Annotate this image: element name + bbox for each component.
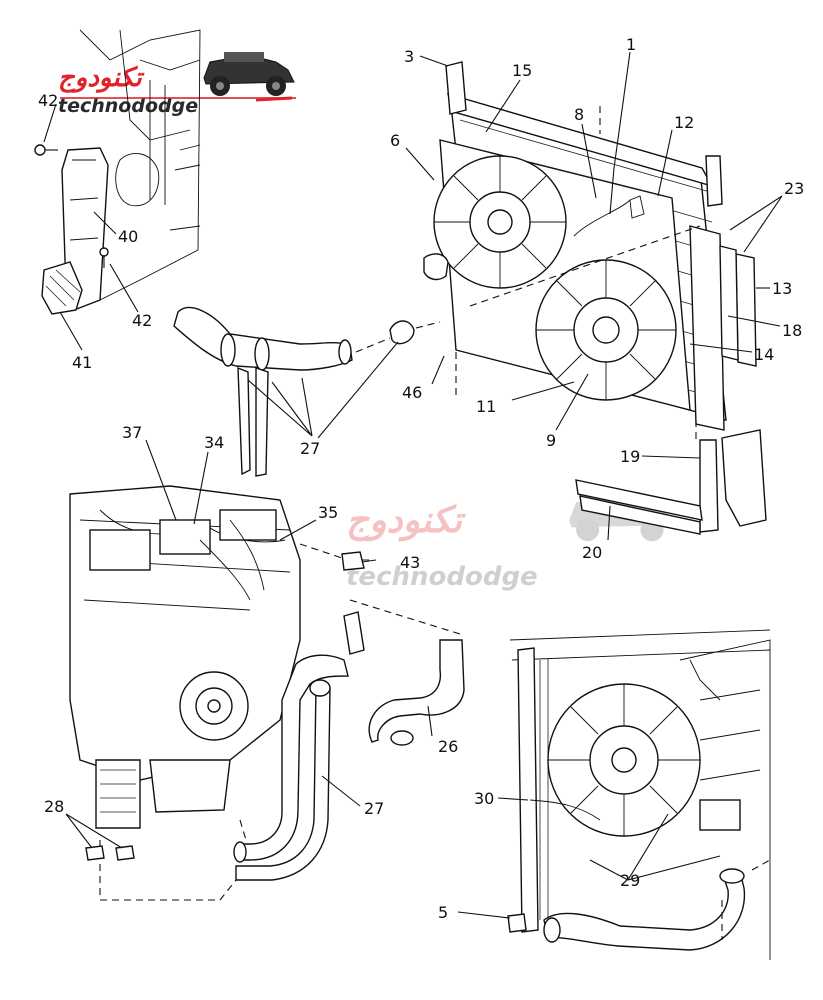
- callout-5: 5: [438, 903, 448, 922]
- callout-34: 34: [204, 433, 224, 452]
- lower-brackets: [575, 420, 767, 535]
- jeep-icon: [203, 52, 295, 102]
- callout-13: 13: [772, 279, 792, 298]
- callout-42a: 42: [38, 91, 58, 110]
- callout-14: 14: [754, 345, 774, 364]
- duct-bracket-assembly: [34, 29, 201, 315]
- heater-hoses: [85, 543, 465, 901]
- callout-11: 11: [476, 397, 496, 416]
- callout-8: 8: [574, 105, 584, 124]
- callout-35: 35: [318, 503, 338, 522]
- watermark-logo-top: تكنودوج technododge: [58, 52, 296, 117]
- callout-23: 23: [784, 179, 804, 198]
- callout-28: 28: [44, 797, 64, 816]
- callout-29: 29: [620, 871, 640, 890]
- callout-40: 40: [118, 227, 138, 246]
- callout-1: 1: [626, 35, 636, 54]
- leader-lines: [43, 51, 783, 919]
- upper-radiator-hose: [173, 306, 441, 477]
- watermark-latin-center: technododge: [346, 562, 538, 592]
- callout-37: 37: [122, 423, 142, 442]
- callout-20: 20: [582, 543, 602, 562]
- callout-19: 19: [620, 447, 640, 466]
- callout-6: 6: [390, 131, 400, 150]
- watermark-arabic-top: تكنودوج: [58, 63, 146, 93]
- callout-12: 12: [674, 113, 694, 132]
- installed-view: [507, 629, 771, 960]
- callout-43: 43: [400, 553, 420, 572]
- watermark-arabic-center: تكنودوج: [346, 500, 466, 542]
- callout-30: 30: [474, 789, 494, 808]
- callout-27a: 27: [300, 439, 320, 458]
- callout-9: 9: [546, 431, 556, 450]
- radiator-fan-module: [423, 61, 757, 431]
- callout-27b: 27: [364, 799, 384, 818]
- callout-26: 26: [438, 737, 458, 756]
- callout-18: 18: [782, 321, 802, 340]
- callout-46: 46: [402, 383, 422, 402]
- callout-3: 3: [404, 47, 414, 66]
- callout-41: 41: [72, 353, 92, 372]
- callout-42b: 42: [132, 311, 152, 330]
- callout-labels: 1 3 5 6 8 9 11 12 13 14 15 18 19 20 23 2…: [38, 35, 804, 922]
- engine-block: [69, 485, 301, 829]
- callout-15: 15: [512, 61, 532, 80]
